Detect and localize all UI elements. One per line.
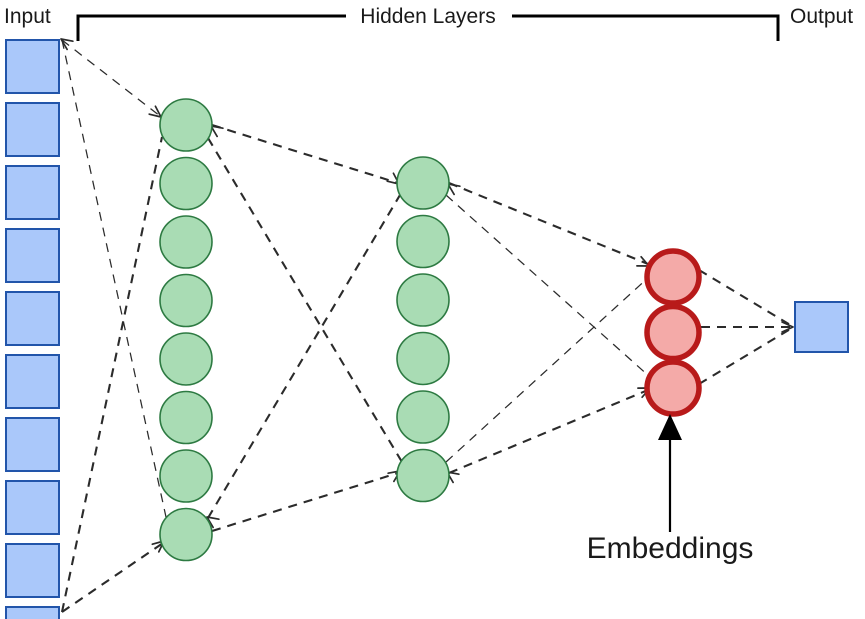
hidden-2-node-5[interactable] xyxy=(396,390,450,444)
h1-bottom-to-h2-top xyxy=(207,194,401,519)
input-bottom-to-h1-top xyxy=(60,136,164,613)
h2-bottom-to-emb-bottom xyxy=(448,389,649,474)
embeddings-layer xyxy=(644,248,702,417)
bracket-left-segment xyxy=(76,14,346,41)
connection-edges xyxy=(60,39,793,613)
input-node-5[interactable] xyxy=(5,291,60,346)
hidden-1-node-6[interactable] xyxy=(159,390,213,445)
input-label: Input xyxy=(4,5,51,28)
hidden-1-node-2[interactable] xyxy=(159,156,213,211)
emb-bottom-to-output xyxy=(698,327,793,385)
h2-bottom-to-emb-top xyxy=(445,275,651,463)
h2-top-to-emb-bottom xyxy=(445,194,651,378)
input-bottom-to-h1-bottom xyxy=(61,542,164,613)
hidden-layers-label: Hidden Layers xyxy=(360,5,495,28)
hidden-2-node-1[interactable] xyxy=(396,156,450,210)
input-node-9[interactable] xyxy=(5,543,60,598)
hidden-1-node-3[interactable] xyxy=(159,215,213,269)
input-node-8[interactable] xyxy=(5,480,60,535)
input-node-2[interactable] xyxy=(5,102,60,157)
hidden-2-node-3[interactable] xyxy=(396,273,450,327)
output-label: Output xyxy=(790,5,853,28)
h1-bottom-to-h2-bottom xyxy=(211,471,399,533)
input-node-1[interactable] xyxy=(5,39,60,94)
hidden-1-node-8[interactable] xyxy=(159,507,213,562)
embedding-node-3[interactable] xyxy=(644,359,702,417)
input-node-7[interactable] xyxy=(5,417,60,472)
output-node-1[interactable] xyxy=(794,301,849,353)
h2-top-to-emb-top xyxy=(448,182,649,265)
emb-top-to-output xyxy=(698,269,793,327)
input-node-4[interactable] xyxy=(5,228,60,283)
arrowhead-output-in xyxy=(781,321,794,333)
embedding-node-2[interactable] xyxy=(644,303,702,362)
embedding-node-1[interactable] xyxy=(644,248,702,306)
hidden-2-node-4[interactable] xyxy=(396,331,450,386)
h1-top-to-h2-top xyxy=(211,123,399,185)
hidden-1-node-4[interactable] xyxy=(159,273,213,328)
embeddings-callout-label: Embeddings xyxy=(587,532,754,565)
output-layer xyxy=(794,301,849,353)
hidden-layers-bracket xyxy=(76,14,780,41)
input-node-3[interactable] xyxy=(5,165,60,220)
hidden-1-node-1[interactable] xyxy=(159,98,213,152)
embeddings-callout: Embeddings xyxy=(587,414,754,565)
h1-top-to-h2-bottom xyxy=(207,137,403,463)
input-layer xyxy=(5,39,60,619)
hidden-2-node-2[interactable] xyxy=(396,214,450,269)
hidden-2-node-6[interactable] xyxy=(396,448,450,503)
hidden-layer-1 xyxy=(159,98,213,562)
input-node-10[interactable] xyxy=(5,606,60,619)
input-node-6[interactable] xyxy=(5,354,60,409)
input-top-to-h1-top xyxy=(61,39,161,117)
callout-arrow-head xyxy=(658,414,682,440)
hidden-layer-2 xyxy=(396,156,450,503)
bracket-right-segment xyxy=(512,14,780,41)
arrowhead-h1-bot-out xyxy=(206,516,220,529)
arrowhead-h1-top-in xyxy=(148,105,162,118)
hidden-1-node-5[interactable] xyxy=(159,332,213,386)
arrowhead-input-top xyxy=(60,38,74,51)
input-top-to-h1-bottom xyxy=(61,39,167,518)
hidden-1-node-7[interactable] xyxy=(159,449,213,503)
